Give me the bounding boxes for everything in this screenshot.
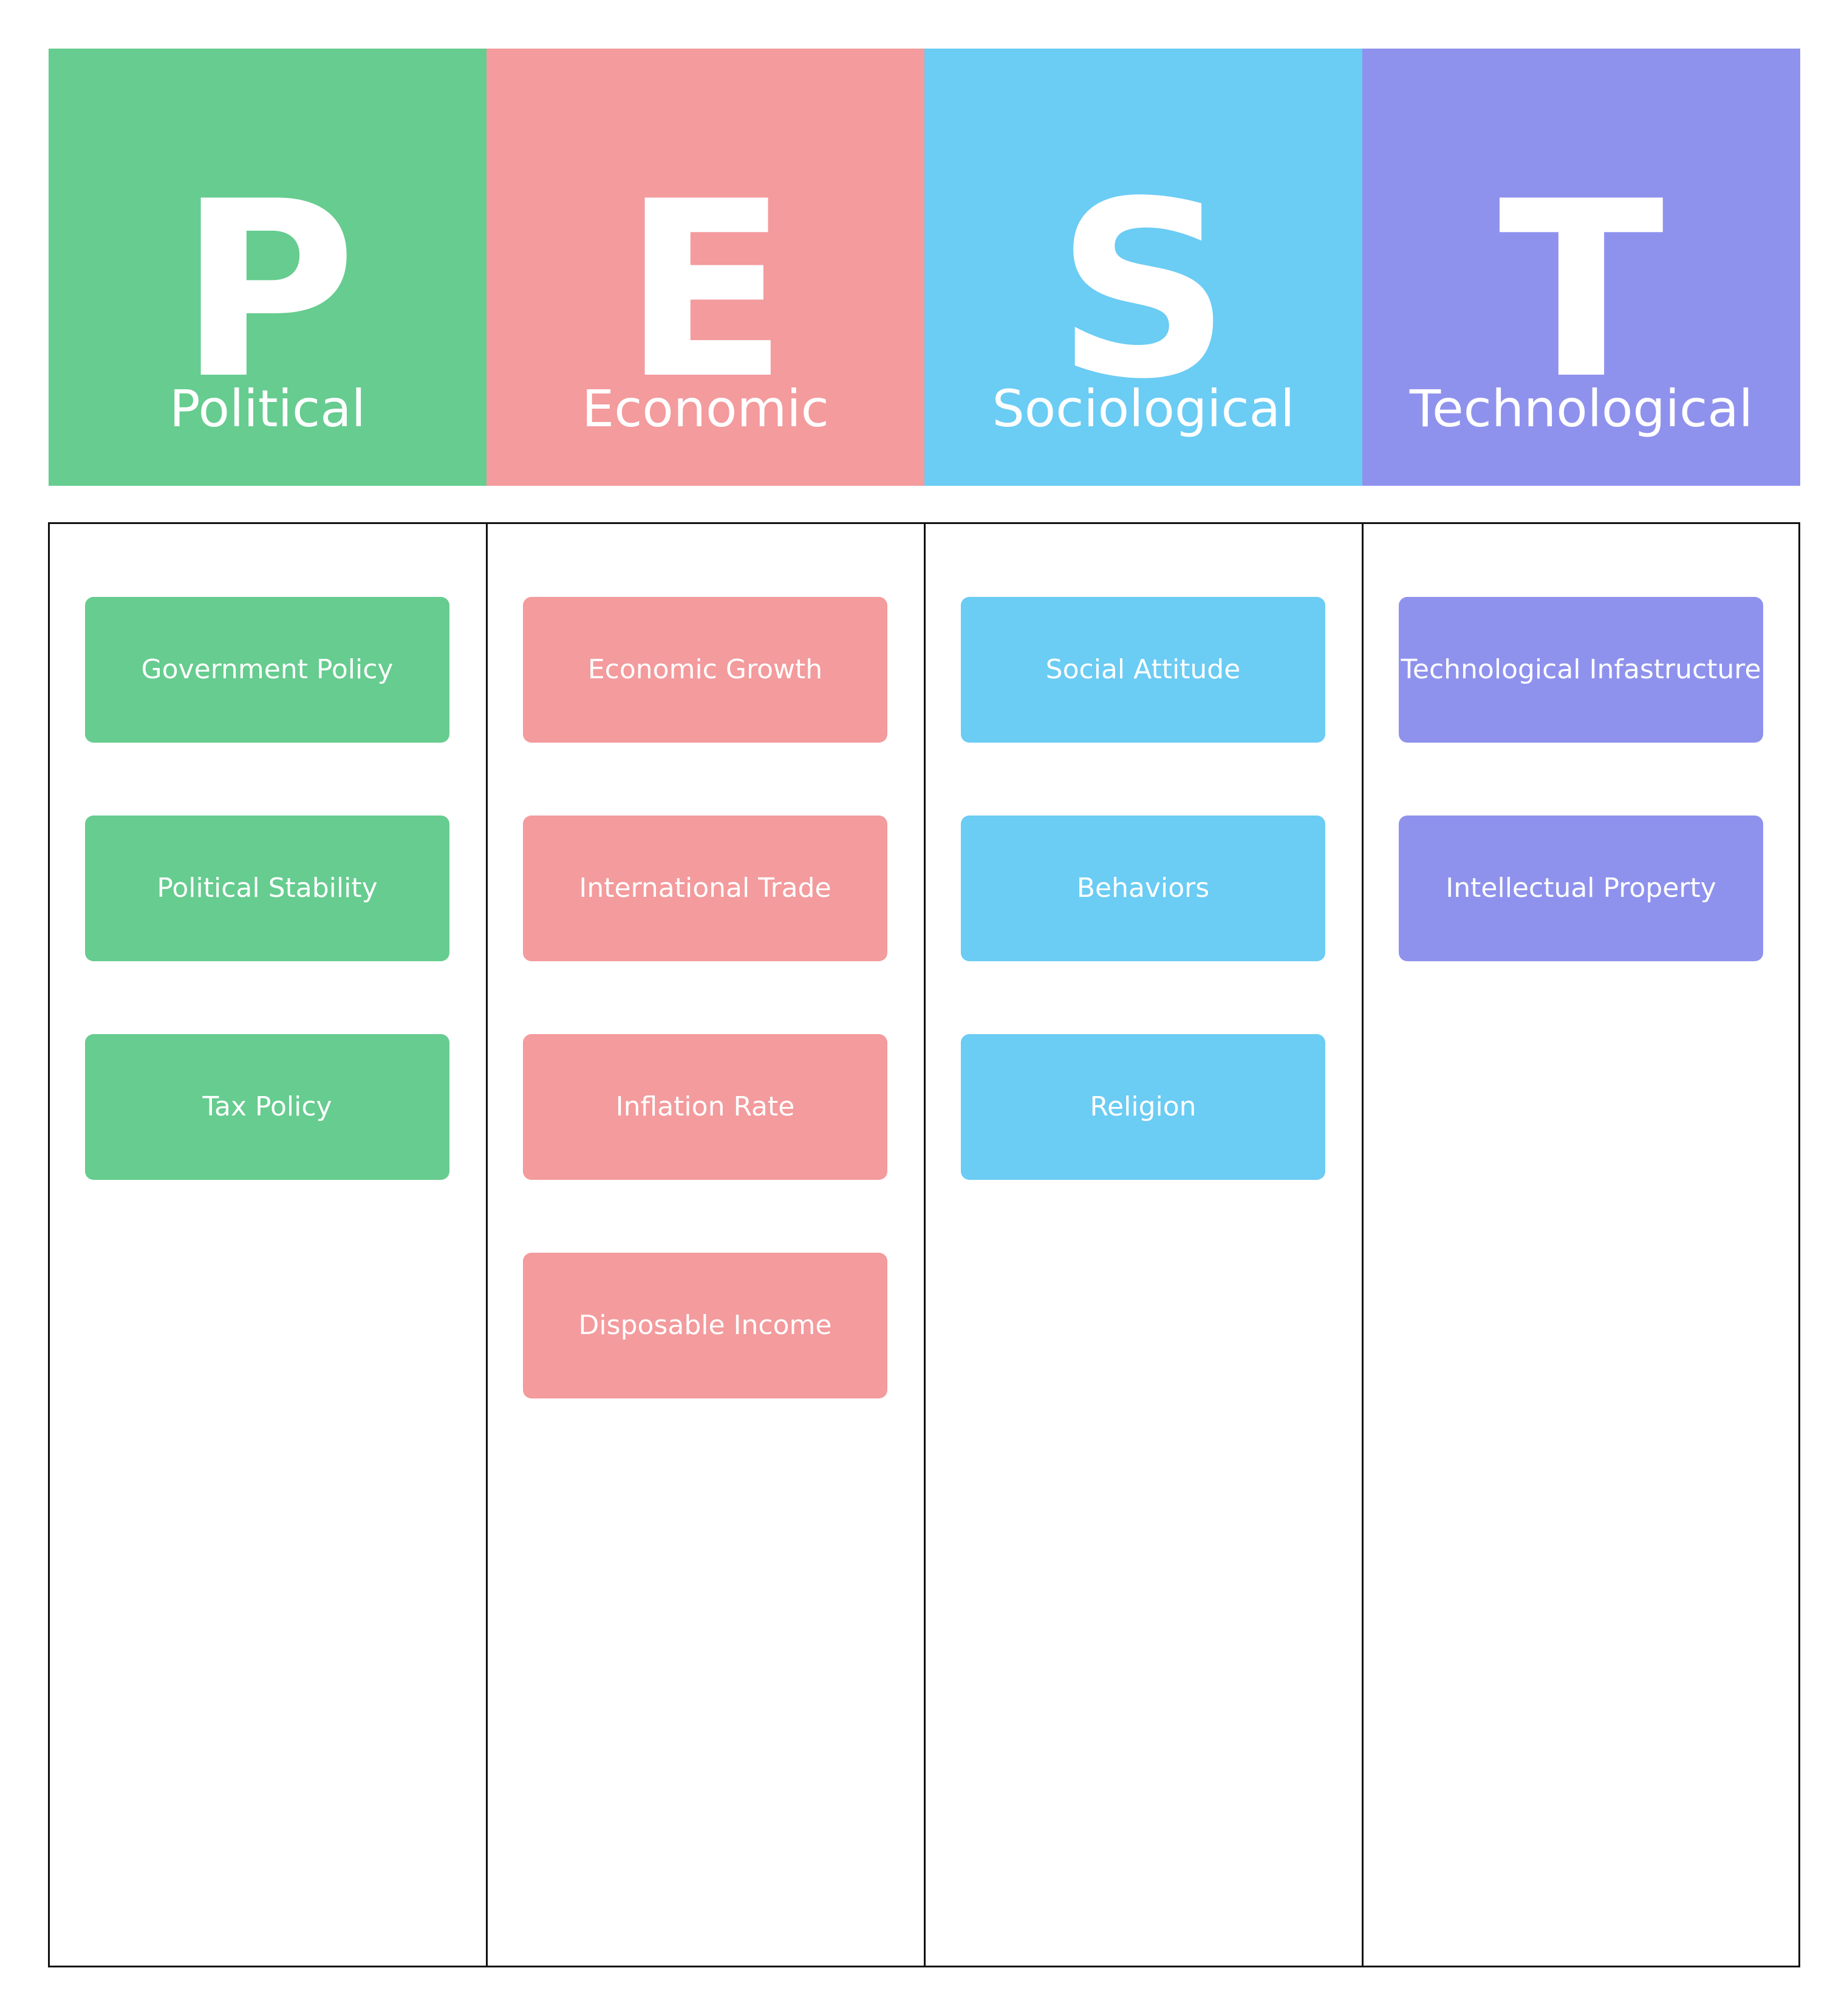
header-sociological: S Sociological bbox=[924, 49, 1362, 486]
factor-card: Tax Policy bbox=[85, 1034, 449, 1180]
factor-card: International Trade bbox=[523, 816, 887, 961]
factor-card: Social Attitude bbox=[961, 597, 1325, 743]
header-letter: T bbox=[1498, 150, 1664, 432]
header-letter: P bbox=[178, 150, 357, 432]
factor-card: Government Policy bbox=[85, 597, 449, 743]
factor-card: Religion bbox=[961, 1034, 1325, 1180]
header-letter: E bbox=[622, 150, 789, 432]
factor-card: Intellectual Property bbox=[1399, 816, 1763, 961]
column-sociological: Social Attitude Behaviors Religion bbox=[924, 522, 1362, 1967]
factor-card: Disposable Income bbox=[523, 1253, 887, 1398]
header-title: Technological bbox=[1409, 379, 1753, 438]
factor-card: Behaviors bbox=[961, 816, 1325, 961]
header-economic: E Economic bbox=[487, 49, 924, 486]
header-political: P Political bbox=[49, 49, 487, 486]
header-title: Political bbox=[169, 379, 366, 438]
factor-card: Inflation Rate bbox=[523, 1034, 887, 1180]
factor-card: Political Stability bbox=[85, 816, 449, 961]
header-technological: T Technological bbox=[1362, 49, 1800, 486]
column-technological: Technological Infastructure Intellectual… bbox=[1362, 522, 1800, 1967]
factor-card: Technological Infastructure bbox=[1399, 597, 1763, 743]
column-political: Government Policy Political Stability Ta… bbox=[48, 522, 487, 1967]
header-title: Economic bbox=[582, 379, 829, 438]
header-title: Sociological bbox=[992, 379, 1295, 438]
header-letter: S bbox=[1056, 150, 1231, 432]
factor-card: Economic Growth bbox=[523, 597, 887, 743]
column-economic: Economic Growth International Trade Infl… bbox=[486, 522, 924, 1967]
